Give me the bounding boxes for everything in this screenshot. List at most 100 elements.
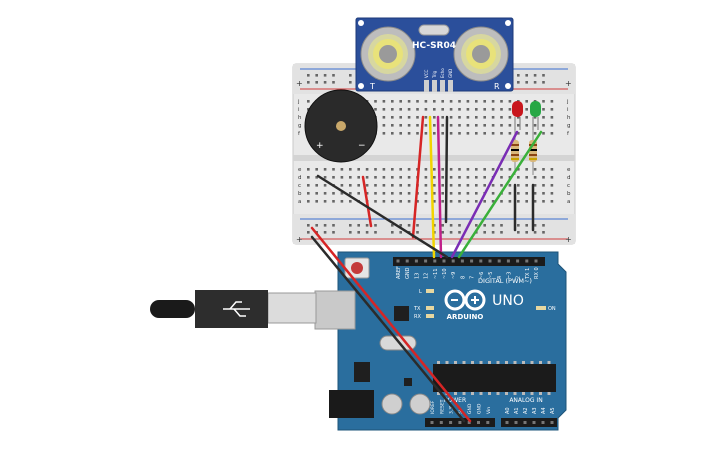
breadboard-hole: [433, 176, 436, 179]
breadboard-hole: [542, 116, 545, 119]
row-label: d: [298, 175, 302, 181]
breadboard-hole: [416, 108, 419, 111]
breadboard-hole: [542, 124, 545, 127]
breadboard-hole: [307, 200, 310, 203]
header-pin: [460, 259, 464, 263]
breadboard-hole: [491, 168, 495, 171]
breadboard-hole: [407, 168, 411, 171]
breadboard-hole: [508, 184, 512, 187]
row-label: c: [567, 183, 570, 189]
breadboard-hole: [315, 176, 318, 179]
breadboard-hole: [340, 184, 344, 187]
chip-pin: [539, 361, 542, 364]
capacitor-2: [409, 393, 431, 415]
breadboard-hole: [525, 100, 528, 103]
breadboard-hole: [483, 184, 486, 187]
rail-plus-label-bottom: +: [296, 235, 303, 244]
breadboard-hole: [483, 168, 486, 171]
wire-sensor-echo: [436, 115, 443, 259]
chip-pin: [522, 392, 525, 395]
breadboard-hole: [365, 224, 369, 227]
breadboard-hole: [542, 108, 545, 111]
digital-pin-label: ~11: [433, 268, 439, 279]
breadboard-hole: [458, 100, 461, 103]
breadboard-hole: [391, 108, 394, 111]
breadboard-hole: [365, 192, 369, 195]
breadboard-hole: [382, 124, 386, 127]
header-pin: [442, 259, 446, 263]
breadboard-hole: [466, 192, 470, 195]
breadboard-hole: [391, 176, 394, 179]
breadboard-hole: [525, 192, 528, 195]
rx-led: [426, 314, 434, 318]
breadboard-hole: [466, 176, 470, 179]
breadboard-hole: [449, 132, 453, 135]
wire-buzzer-plus: [361, 175, 373, 228]
reset-button-cap[interactable]: [351, 262, 363, 274]
wire-sensor-vcc: [411, 115, 425, 239]
row-label: h: [567, 115, 571, 121]
breadboard-hole: [542, 81, 545, 84]
breadboard-hole: [433, 132, 436, 135]
wire-gnd: [310, 235, 466, 423]
transmitter-transducer: [360, 26, 416, 82]
power-pin-label: RESET: [439, 399, 445, 414]
breadboard-hole: [466, 100, 470, 103]
sensor-model-label: HC-SR04: [412, 41, 456, 51]
breadboard-hole: [441, 200, 444, 203]
breadboard-hole: [550, 200, 554, 203]
breadboard-hole: [525, 74, 528, 77]
sensor-pin-label: GND: [448, 69, 453, 78]
breadboard-hole: [542, 224, 545, 227]
buzzer-center: [336, 121, 346, 131]
breadboard-hole: [391, 192, 394, 195]
breadboard-hole: [475, 100, 478, 103]
header-pin: [458, 421, 462, 424]
breadboard-hole: [458, 176, 461, 179]
analog-header: [501, 418, 557, 427]
breadboard-hole: [332, 192, 335, 195]
breadboard-hole: [542, 176, 545, 179]
chip-pin: [437, 361, 440, 364]
breadboard-hole: [542, 200, 545, 203]
analog-pin-label: A4: [541, 407, 547, 414]
breadboard-hole: [340, 176, 344, 179]
breadboard-hole: [374, 184, 377, 187]
row-label: d: [567, 175, 571, 181]
breadboard-hole: [466, 200, 470, 203]
breadboard-hole: [449, 100, 453, 103]
l-label: L: [419, 289, 422, 295]
breadboard-hole: [365, 176, 369, 179]
breadboard-hole: [550, 108, 554, 111]
breadboard-hole: [483, 108, 486, 111]
chip-pin: [496, 361, 500, 364]
breadboard-hole: [374, 108, 377, 111]
breadboard-hole: [374, 192, 377, 195]
chip-pin: [522, 361, 525, 364]
red-led-body: [512, 101, 523, 117]
breadboard-hole: [458, 168, 461, 171]
breadboard-hole: [525, 116, 528, 119]
breadboard-hole: [424, 124, 428, 127]
breadboard-hole: [349, 200, 352, 203]
breadboard-hole: [550, 176, 554, 179]
rail-plus-label-right: +: [565, 79, 572, 88]
green-led-body: [530, 101, 541, 117]
breadboard-hole: [349, 224, 352, 227]
breadboard-hole: [357, 192, 360, 195]
header-pin: [479, 259, 483, 263]
chip-pin: [505, 361, 508, 364]
header-pin: [514, 421, 518, 424]
breadboard-hole: [525, 81, 528, 84]
breadboard-hole: [357, 224, 360, 227]
breadboard-hole: [475, 124, 478, 127]
breadboard-hole: [491, 116, 495, 119]
chip-pin: [513, 361, 517, 364]
on-label: ON: [548, 306, 556, 312]
header-pin: [477, 421, 480, 424]
breadboard-hole: [365, 184, 369, 187]
chip-pin: [462, 392, 466, 395]
analog-pin-label: A2: [523, 407, 529, 414]
breadboard-hole: [307, 168, 310, 171]
